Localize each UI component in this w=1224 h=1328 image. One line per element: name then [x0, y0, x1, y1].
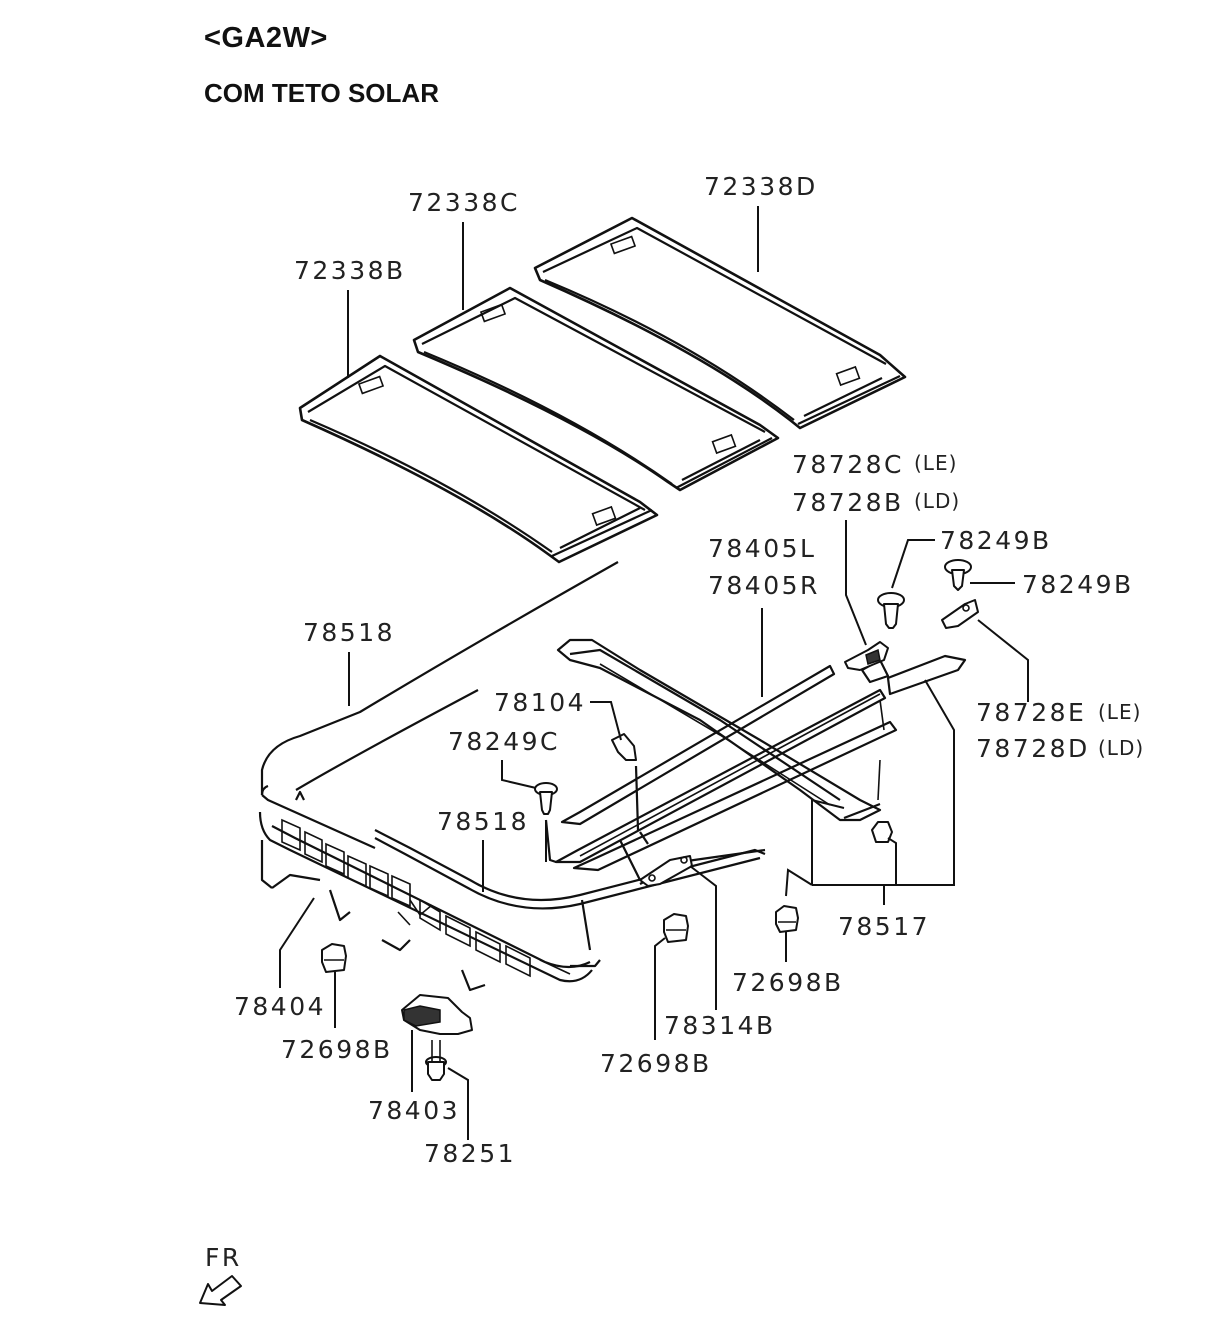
screw-78249B-right[interactable] — [944, 559, 972, 591]
label-72698B-mid: 72698B — [600, 1049, 712, 1078]
label-78728C-side: (LE) — [914, 451, 957, 475]
label-78518-mid: 78518 — [437, 807, 529, 836]
sunshade-panel-rear[interactable] — [533, 216, 907, 430]
nut-72698B-left[interactable] — [321, 943, 347, 973]
label-78728E: 78728E — [976, 698, 1086, 727]
front-direction-arrow-icon — [199, 1275, 242, 1306]
label-78251: 78251 — [424, 1139, 516, 1168]
label-78249B-top: 78249B — [940, 526, 1052, 555]
label-78728D-side: (LD) — [1098, 736, 1144, 760]
bracket-78728B[interactable] — [844, 641, 889, 671]
label-72338C: 72338C — [408, 188, 520, 217]
screw-78249B-upper[interactable] — [877, 592, 905, 629]
label-78517: 78517 — [838, 912, 930, 941]
label-78728B: 78728B — [792, 488, 904, 517]
screw-78249C[interactable] — [534, 782, 558, 815]
clip-78104[interactable] — [611, 733, 637, 761]
front-direction-label: FR — [205, 1243, 242, 1272]
leader-lines — [279, 206, 1029, 1140]
bolt-78251[interactable] — [425, 1040, 447, 1081]
label-72338B: 72338B — [294, 256, 406, 285]
motor-drive-cable[interactable] — [639, 848, 766, 887]
sunshade-panel-front[interactable] — [298, 354, 659, 564]
guide-rail-assembly[interactable] — [544, 638, 967, 881]
clip-78517[interactable] — [843, 802, 893, 843]
label-78249C: 78249C — [448, 727, 560, 756]
variant-label: COM TETO SOLAR — [204, 78, 439, 108]
nut-72698B-mid[interactable] — [663, 913, 689, 943]
sunshade-panel-middle[interactable] — [412, 286, 780, 492]
sunroof-frame[interactable] — [258, 794, 766, 992]
label-78104: 78104 — [494, 688, 586, 717]
label-78728C: 78728C — [792, 450, 904, 479]
label-78404: 78404 — [234, 992, 326, 1021]
label-78728B-side: (LD) — [914, 489, 960, 513]
label-78728D: 78728D — [976, 734, 1090, 763]
model-code: <GA2W> — [204, 22, 328, 54]
nut-72698B-right[interactable] — [775, 905, 799, 933]
bracket-78728D[interactable] — [941, 599, 979, 629]
label-72338D: 72338D — [704, 172, 818, 201]
label-78518-top: 78518 — [303, 618, 395, 647]
label-78405L: 78405L — [708, 534, 816, 563]
label-78403: 78403 — [368, 1096, 460, 1125]
motor-78403[interactable] — [401, 994, 473, 1035]
label-78728E-side: (LE) — [1098, 700, 1141, 724]
label-78405R: 78405R — [708, 571, 820, 600]
label-78314B: 78314B — [664, 1011, 776, 1040]
label-78249B-right: 78249B — [1022, 570, 1134, 599]
drain-gutter-seal[interactable] — [260, 561, 619, 801]
label-72698B-right: 72698B — [732, 968, 844, 997]
label-72698B-left: 72698B — [281, 1035, 393, 1064]
